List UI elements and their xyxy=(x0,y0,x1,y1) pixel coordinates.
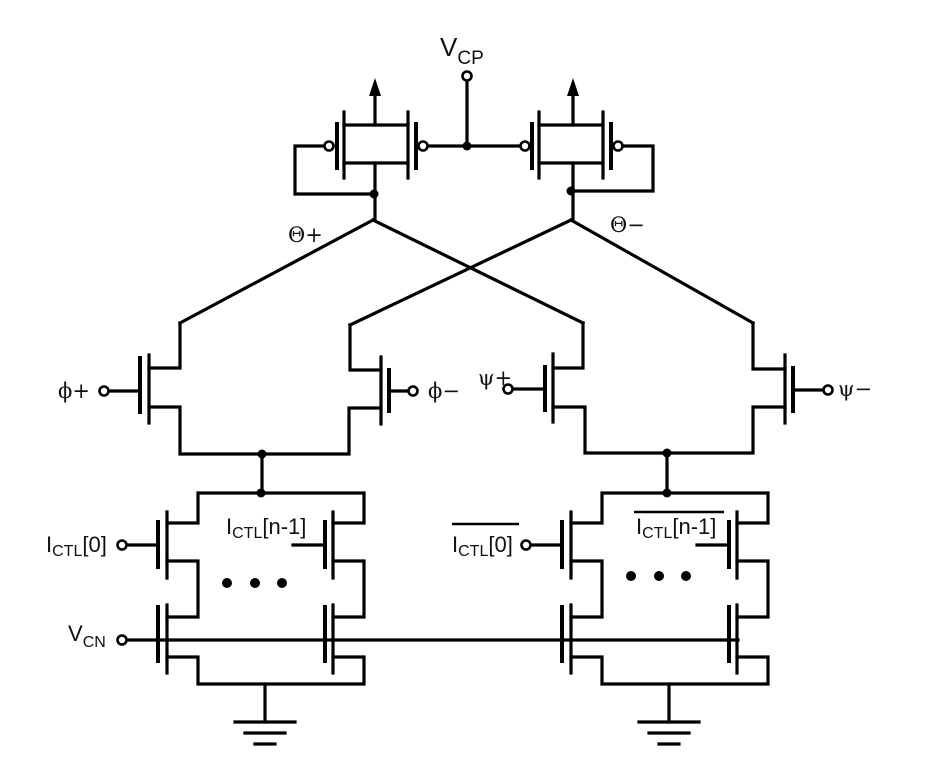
label-ictl-0-bar: ICTL[0] xyxy=(452,522,519,560)
label-phi-plus: ϕ+ xyxy=(58,379,90,403)
supply-arrow-icon xyxy=(567,78,579,96)
label-vcp: VCP xyxy=(440,32,484,69)
ellipsis-dot xyxy=(626,571,636,581)
label-theta-minus: Θ− xyxy=(610,213,645,237)
label-ictl-0: ICTL[0] xyxy=(46,532,107,560)
ellipsis-dot xyxy=(654,571,664,581)
vcn-bias-line xyxy=(116,634,740,646)
ellipsis-dot xyxy=(681,571,691,581)
pmos-load-left xyxy=(293,78,429,222)
ground-icon xyxy=(233,720,297,746)
ellipsis-dot xyxy=(222,578,232,588)
current-bank-left xyxy=(116,488,366,746)
ground-icon xyxy=(637,720,701,746)
nmos-psi-plus xyxy=(502,321,787,455)
label-theta-plus: Θ+ xyxy=(288,223,323,247)
pmos-load-right xyxy=(519,78,655,222)
label-phi-minus: ϕ− xyxy=(428,379,460,403)
nmos-phi-minus xyxy=(348,323,419,426)
label-vcn: VCN xyxy=(68,621,106,651)
svg-text:ICTL[0]: ICTL[0] xyxy=(452,532,513,560)
vcp-terminal xyxy=(426,70,522,151)
supply-arrow-icon xyxy=(369,78,381,96)
label-ictl-n-1-bar: ICTL[n-1] xyxy=(634,510,724,542)
current-bank-right xyxy=(520,488,770,746)
ellipsis-dot xyxy=(250,578,260,588)
label-ictl-n-1: ICTL[n-1] xyxy=(226,514,306,542)
nmos-phi-plus xyxy=(98,321,383,456)
label-psi-plus: ψ+ xyxy=(478,366,512,390)
svg-text:ICTL[n-1]: ICTL[n-1] xyxy=(636,514,716,542)
nmos-psi-minus xyxy=(751,321,834,425)
ellipsis-dot xyxy=(277,578,287,588)
label-psi-minus: ψ− xyxy=(838,377,872,401)
cross-coupled-wiring xyxy=(177,217,756,328)
